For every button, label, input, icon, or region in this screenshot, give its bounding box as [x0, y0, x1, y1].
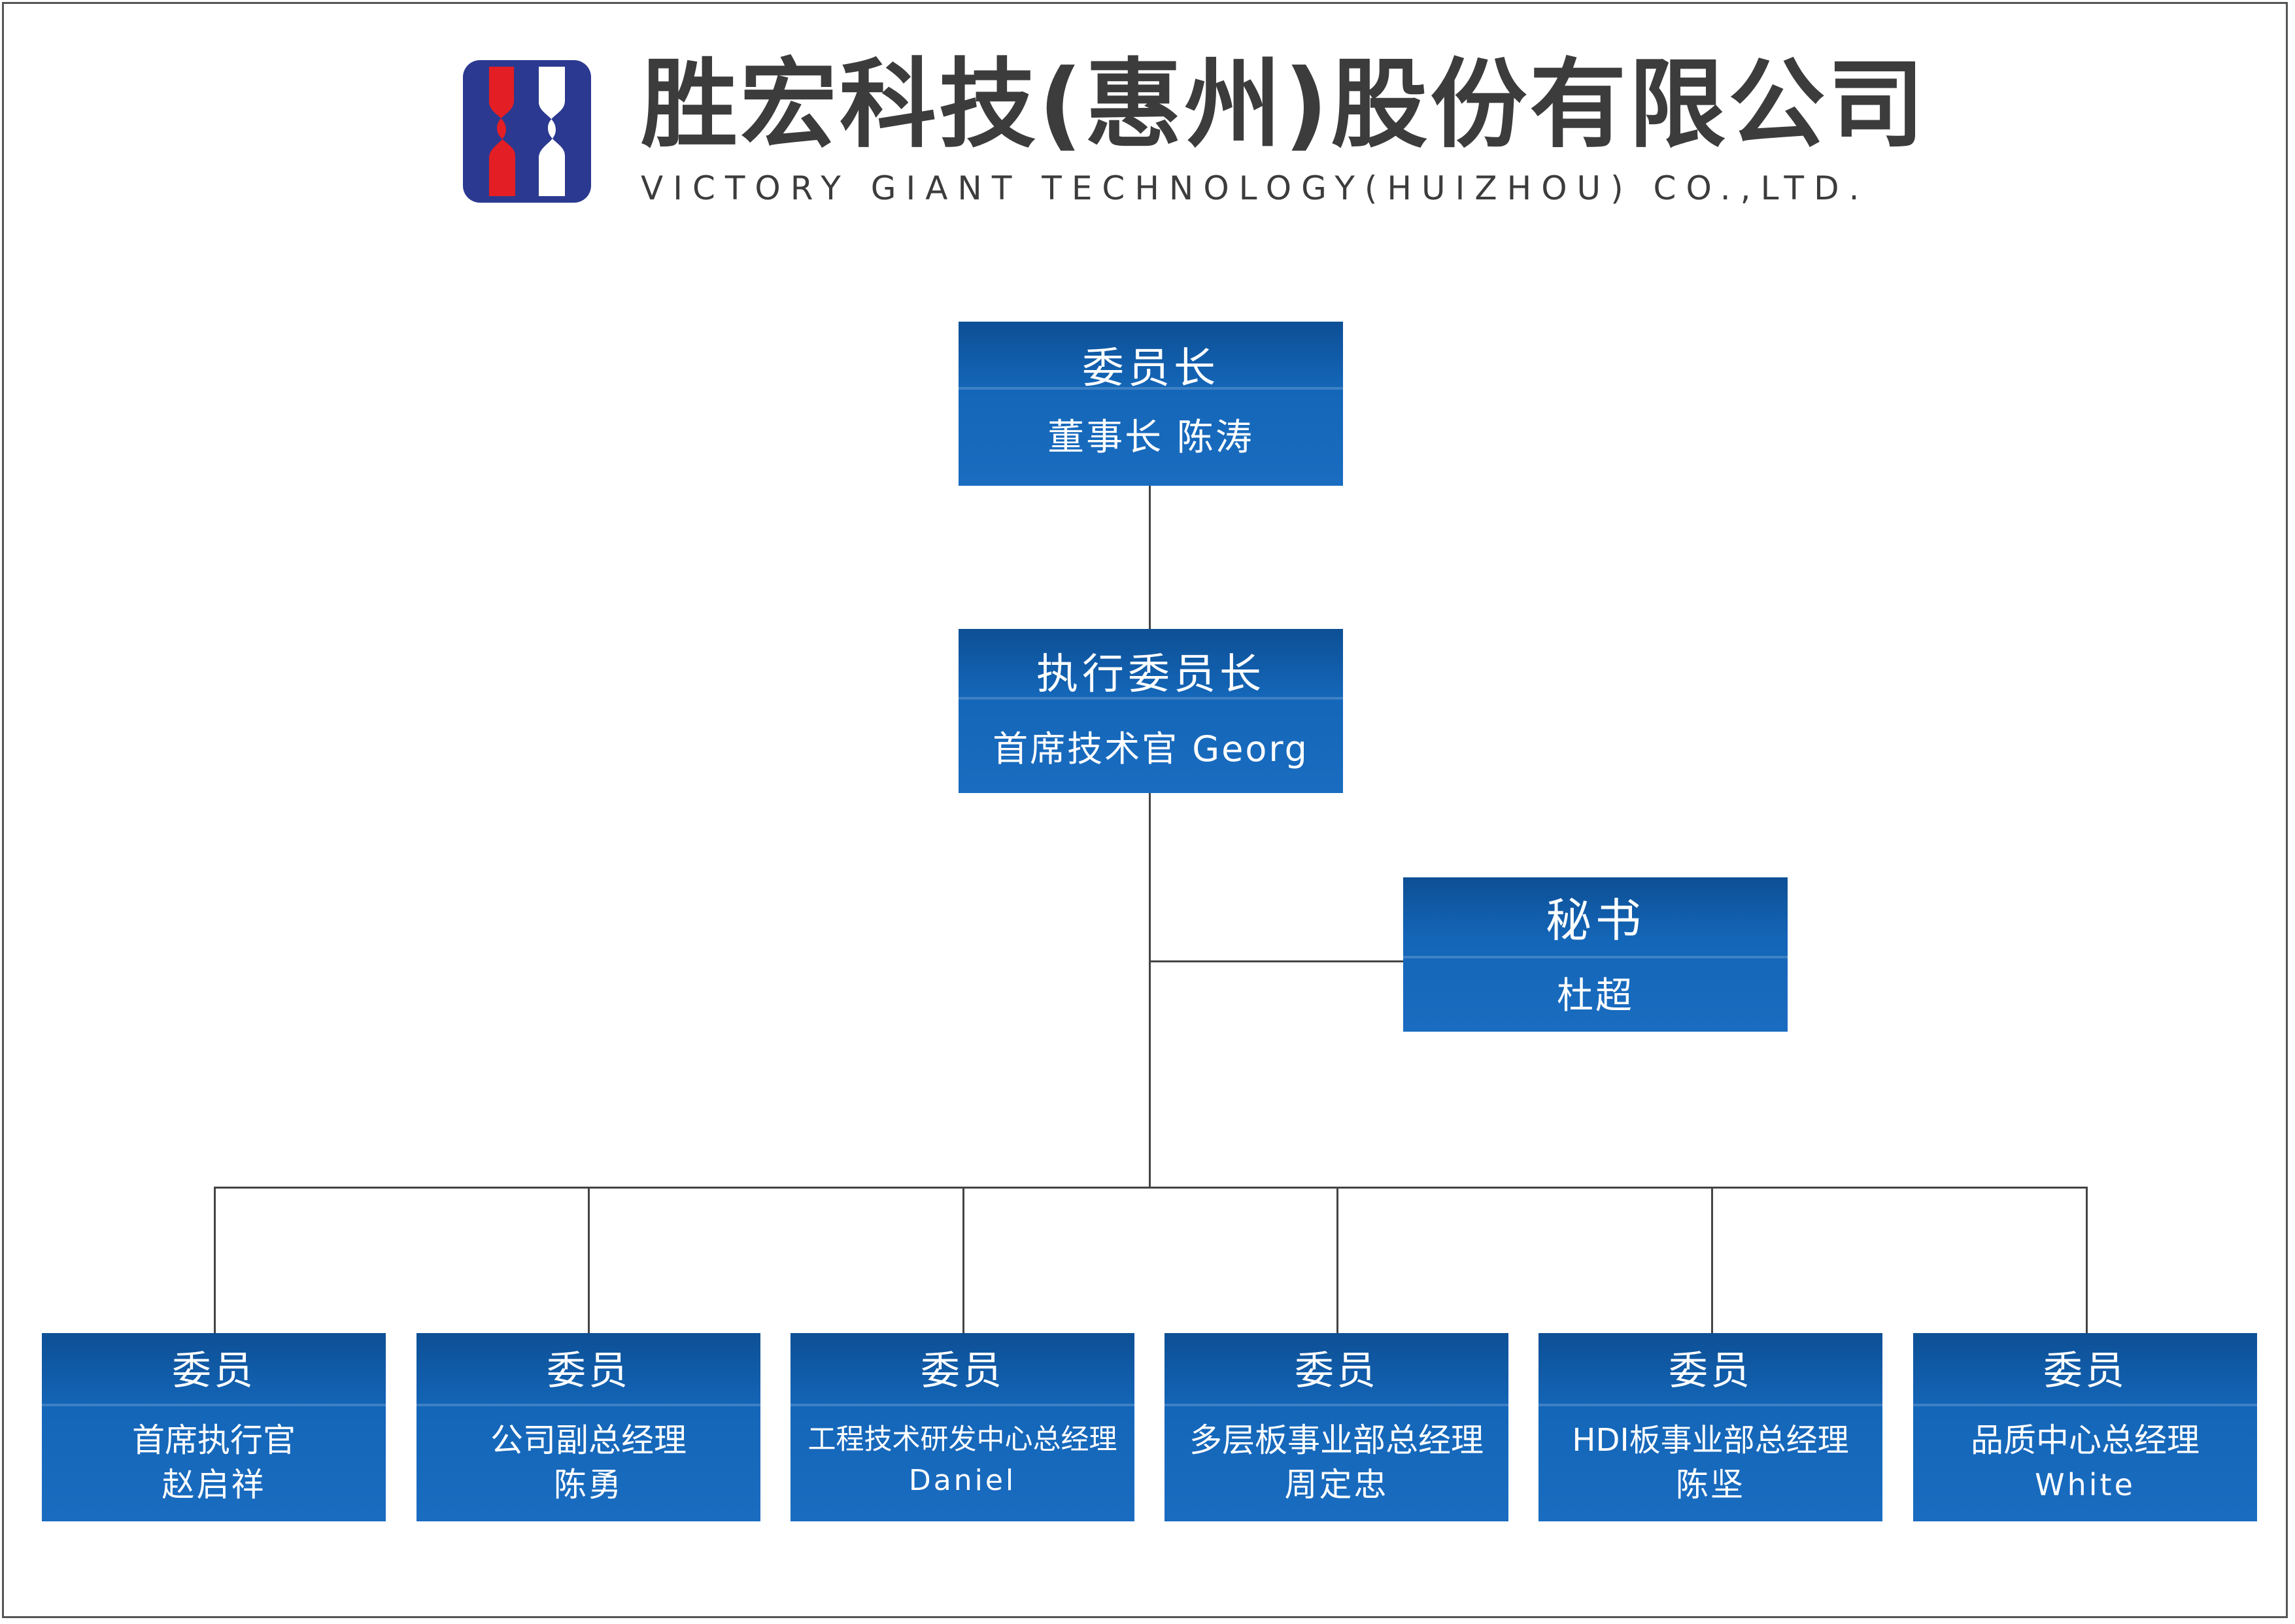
secretary-name: 杜超: [1557, 975, 1634, 1017]
connector-members-bus: [214, 1187, 2088, 1189]
member-role: HDI板事业部总经理: [1572, 1422, 1849, 1459]
executive-chairman-name: 首席技术官 Georg: [993, 728, 1309, 770]
member-box: 委员 公司副总经理 陈勇: [416, 1333, 760, 1521]
connector-secretary-branch: [1149, 960, 1404, 962]
connector-member-5: [1711, 1187, 1713, 1334]
member-name: 周定忠: [1284, 1466, 1389, 1504]
company-name-english: VICTORY GIANT TECHNOLOGY(HUIZHOU) CO.,LT…: [641, 169, 1869, 207]
secretary-box: 秘书 杜超: [1403, 877, 1788, 1032]
connector-member-6: [2086, 1187, 2088, 1334]
chairman-name: 董事长 陈涛: [1047, 416, 1254, 459]
member-title: 委员: [1295, 1348, 1378, 1394]
member-box: 委员 首席执行官 赵启祥: [42, 1333, 386, 1521]
connector-member-1: [214, 1187, 216, 1334]
member-title: 委员: [172, 1348, 256, 1394]
connector-executive-trunk: [1149, 793, 1151, 1187]
member-box: 委员 HDI板事业部总经理 陈坚: [1538, 1333, 1882, 1521]
member-title: 委员: [547, 1348, 630, 1394]
member-box: 委员 多层板事业部总经理 周定忠: [1164, 1333, 1508, 1521]
secretary-title: 秘书: [1546, 894, 1645, 947]
member-name: 陈勇: [554, 1466, 623, 1504]
chairman-box: 委员长 董事长 陈涛: [959, 322, 1343, 486]
member-role: 首席执行官: [132, 1421, 296, 1459]
connector-member-3: [962, 1187, 964, 1334]
member-name: 赵启祥: [162, 1466, 266, 1504]
member-role: 公司副总经理: [490, 1421, 687, 1459]
executive-chairman-box: 执行委员长 首席技术官 Georg: [959, 629, 1343, 793]
victory-giant-logo-icon: [463, 60, 591, 203]
member-title: 委员: [921, 1348, 1004, 1394]
member-name: 陈坚: [1676, 1466, 1745, 1504]
member-name: White: [2035, 1467, 2135, 1502]
member-title: 委员: [2043, 1348, 2127, 1394]
connector-member-2: [588, 1187, 590, 1334]
connector-chairman-to-executive: [1149, 486, 1151, 630]
member-name: Daniel: [908, 1464, 1017, 1497]
member-role: 多层板事业部总经理: [1189, 1421, 1484, 1459]
member-role: 品质中心总经理: [1971, 1421, 2200, 1459]
chairman-title: 委员长: [1082, 345, 1219, 393]
member-box: 委员 工程技术研发中心总经理 Daniel: [790, 1333, 1134, 1521]
member-title: 委员: [1669, 1348, 1752, 1394]
connector-member-4: [1336, 1187, 1338, 1334]
member-role: 工程技术研发中心总经理: [808, 1423, 1117, 1456]
company-name-chinese: 胜宏科技(惠州)股份有限公司: [641, 48, 1928, 161]
member-box: 委员 品质中心总经理 White: [1913, 1333, 2257, 1521]
executive-chairman-title: 执行委员长: [1036, 651, 1265, 699]
